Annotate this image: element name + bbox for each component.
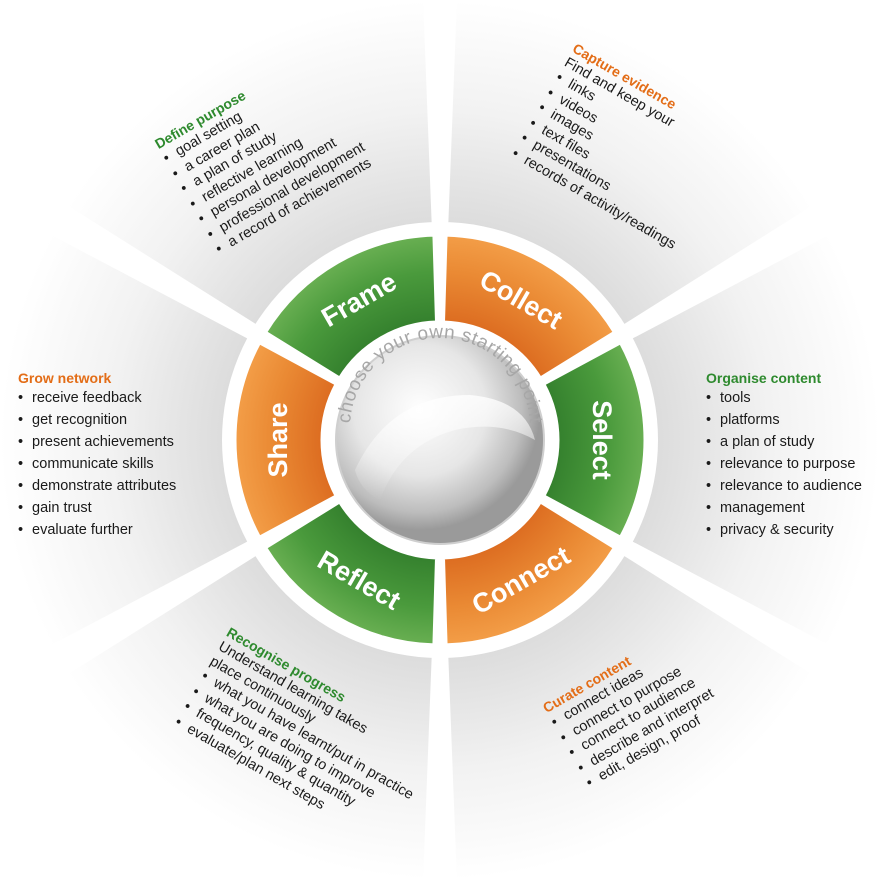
segment-shape [541, 340, 647, 540]
segment-shape [441, 499, 617, 647]
segment-shape [233, 340, 339, 540]
panel-list: receive feedback get recognition present… [18, 387, 176, 541]
list-item: management [706, 497, 862, 519]
panel-title: Organise content [706, 370, 822, 386]
list-item: platforms [706, 409, 862, 431]
segment-shape [263, 233, 439, 381]
list-item: relevance to purpose [706, 453, 862, 475]
list-item: demonstrate attributes [18, 475, 176, 497]
list-item: a plan of study [706, 431, 862, 453]
list-item: get recognition [18, 409, 176, 431]
segment-share[interactable]: Share [233, 340, 339, 540]
segment-shape [441, 233, 617, 381]
list-item: receive feedback [18, 387, 176, 409]
list-item: relevance to audience [706, 475, 862, 497]
segment-label: Share [263, 402, 293, 477]
list-item: communicate skills [18, 453, 176, 475]
segment-collect[interactable]: Collect [441, 233, 617, 381]
panel-list: tools platforms a plan of study relevanc… [706, 387, 862, 541]
panel-title: Grow network [18, 370, 112, 386]
panel-organise-content: Organise content tools platforms a plan … [706, 370, 862, 541]
list-item: privacy & security [706, 519, 862, 541]
list-item: gain trust [18, 497, 176, 519]
list-item: present achievements [18, 431, 176, 453]
segment-shape [263, 499, 439, 647]
segment-label: Select [587, 400, 617, 480]
center-hub: choose your own starting point [328, 322, 552, 552]
segment-select[interactable]: Select [541, 340, 647, 540]
segment-frame[interactable]: Frame [263, 233, 439, 381]
list-item: evaluate further [18, 519, 176, 541]
panel-grow-network: Grow network receive feedback get recogn… [18, 370, 176, 541]
segment-reflect[interactable]: Reflect [263, 499, 439, 647]
list-item: tools [706, 387, 862, 409]
segment-connect[interactable]: Connect [441, 499, 617, 647]
